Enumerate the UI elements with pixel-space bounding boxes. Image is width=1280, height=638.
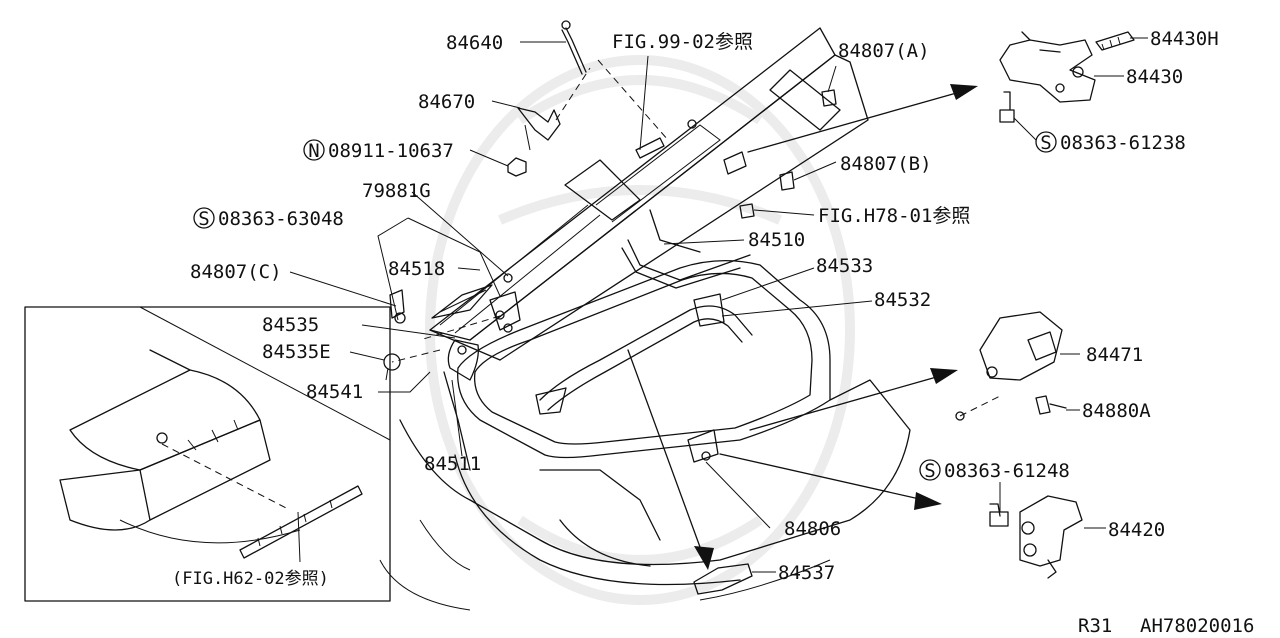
bracket-84806 [687, 429, 719, 463]
label-08363-61238: 08363-61238 [1060, 132, 1186, 154]
label-84807b: 84807(B) [840, 153, 932, 175]
label-84670: 84670 [418, 91, 475, 113]
badge-s-63048: S [193, 207, 215, 230]
bolt-08363-61248 [989, 503, 1009, 527]
label-84511: 84511 [424, 453, 481, 475]
label-84420: 84420 [1108, 519, 1165, 541]
label-84510: 84510 [748, 229, 805, 251]
svg-text:S: S [1040, 132, 1051, 154]
badge-s-61248: S [919, 459, 941, 482]
svg-text:S: S [924, 460, 935, 482]
lock-part-figh78 [723, 151, 755, 219]
label-84535e: 84535E [262, 341, 331, 363]
nut-08911 [507, 157, 527, 177]
label-figh78-01: FIG.H78-01参照 [818, 205, 970, 227]
label-84532: 84532 [874, 289, 931, 311]
weatherstrip-84533 [539, 305, 753, 411]
torsion-bars-84510 [621, 209, 751, 289]
label-84533: 84533 [816, 255, 873, 277]
bolt-84430h [1095, 31, 1135, 51]
striker-84532 [535, 293, 725, 415]
label-84541: 84541 [306, 381, 363, 403]
latch-84430 [999, 31, 1096, 103]
bumper-stop-84807c [389, 289, 406, 324]
bolt-08363-61238 [999, 91, 1015, 123]
trim-84518 [431, 284, 493, 319]
label-08363-61248: 08363-61248 [944, 460, 1070, 482]
bolt-84880a [1035, 395, 1067, 415]
badge-n-08911: N [303, 139, 325, 162]
lock-84471 [979, 311, 1063, 381]
label-84640: 84640 [446, 32, 503, 54]
bumper-stop-84807b [779, 171, 795, 191]
stay-84640 [561, 20, 587, 75]
label-84430: 84430 [1126, 66, 1183, 88]
label-79881g: 79881G [362, 180, 431, 202]
label-84430h: 84430H [1150, 28, 1219, 50]
arrows [627, 84, 978, 570]
label-figh62-02: (FIG.H62-02参照) [172, 569, 329, 589]
label-84807a: 84807(A) [838, 40, 930, 62]
label-84471: 84471 [1086, 344, 1143, 366]
latch-fig99 [635, 119, 697, 159]
label-84537: 84537 [778, 562, 835, 584]
leader-lines [289, 37, 1148, 573]
label-84535: 84535 [262, 314, 319, 336]
label-08363-63048: 08363-63048 [218, 208, 344, 230]
svg-text:S: S [198, 208, 209, 230]
badge-s-61238: S [1035, 131, 1057, 154]
inset-detail [24, 306, 391, 602]
label-84806: 84806 [784, 518, 841, 540]
label-84518: 84518 [388, 258, 445, 280]
striker-84420 [1019, 495, 1083, 579]
clip-84535e [383, 353, 401, 381]
svg-text:N: N [308, 140, 319, 162]
label-08911-10637: 08911-10637 [328, 140, 454, 162]
label-fig99-02: FIG.99-02参照 [612, 31, 753, 53]
footer-code: AH78020016 [1140, 615, 1254, 637]
label-84807c: 84807(C) [190, 261, 282, 283]
clip-84537 [693, 563, 753, 595]
label-84880a: 84880A [1082, 400, 1151, 422]
footer-model: R31 [1078, 615, 1112, 637]
screw-small [955, 411, 965, 421]
stay-bracket-84670 [517, 107, 561, 151]
bumper-stop-84807a [821, 89, 837, 107]
left-hinge-84511 [443, 273, 521, 471]
